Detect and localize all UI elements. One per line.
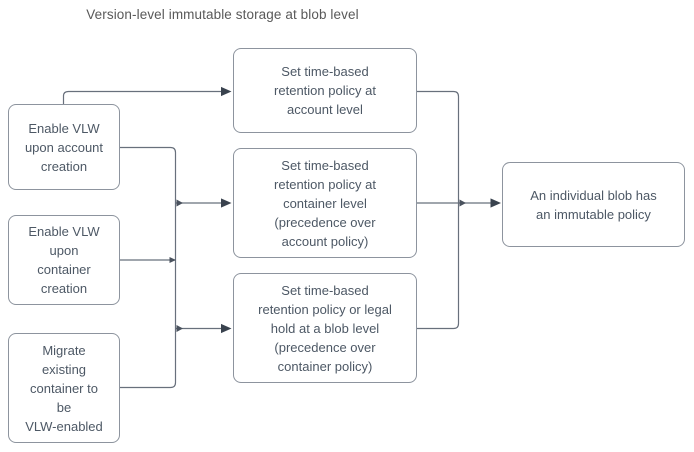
node-migrate-existing-container-label: Migrate existing container to be VLW-ena… [25, 342, 103, 434]
node-enable-vlw-container-label: Enable VLW upon container creation [28, 224, 100, 296]
arrowhead-blob-immutable [490, 198, 501, 208]
node-retention-container-level-label: Set time-based retention policy at conta… [274, 157, 376, 249]
diagram-title: Version-level immutable storage at blob … [86, 7, 359, 22]
junction-right-trunk [459, 199, 466, 207]
junction-container-trunk [169, 257, 176, 263]
node-blob-immutable-policy: An individual blob has an immutable poli… [502, 162, 685, 247]
node-enable-vlw-account: Enable VLW upon account creation [8, 104, 120, 190]
arrowhead-retention-account [221, 86, 232, 97]
node-retention-account-level: Set time-based retention policy at accou… [233, 48, 417, 133]
connector-right-trunk [417, 90, 460, 330]
node-blob-immutable-policy-label: An individual blob has an immutable poli… [530, 187, 657, 222]
node-retention-blob-level: Set time-based retention policy or legal… [233, 273, 417, 383]
node-enable-vlw-account-label: Enable VLW upon account creation [24, 120, 104, 174]
node-retention-blob-level-label: Set time-based retention policy or legal… [258, 282, 392, 374]
node-retention-account-level-label: Set time-based retention policy at accou… [274, 64, 376, 117]
connector-account-to-retention-account [62, 90, 221, 104]
node-migrate-existing-container: Migrate existing container to be VLW-ena… [8, 333, 120, 443]
junction-trunk-retention-container [176, 199, 183, 207]
node-retention-container-level: Set time-based retention policy at conta… [233, 148, 417, 258]
junction-trunk-retention-blob [176, 325, 183, 332]
connector-left-trunk [120, 146, 177, 389]
arrowhead-retention-container [221, 198, 232, 208]
arrowhead-retention-blob [221, 323, 232, 334]
node-enable-vlw-container: Enable VLW upon container creation [8, 215, 120, 305]
